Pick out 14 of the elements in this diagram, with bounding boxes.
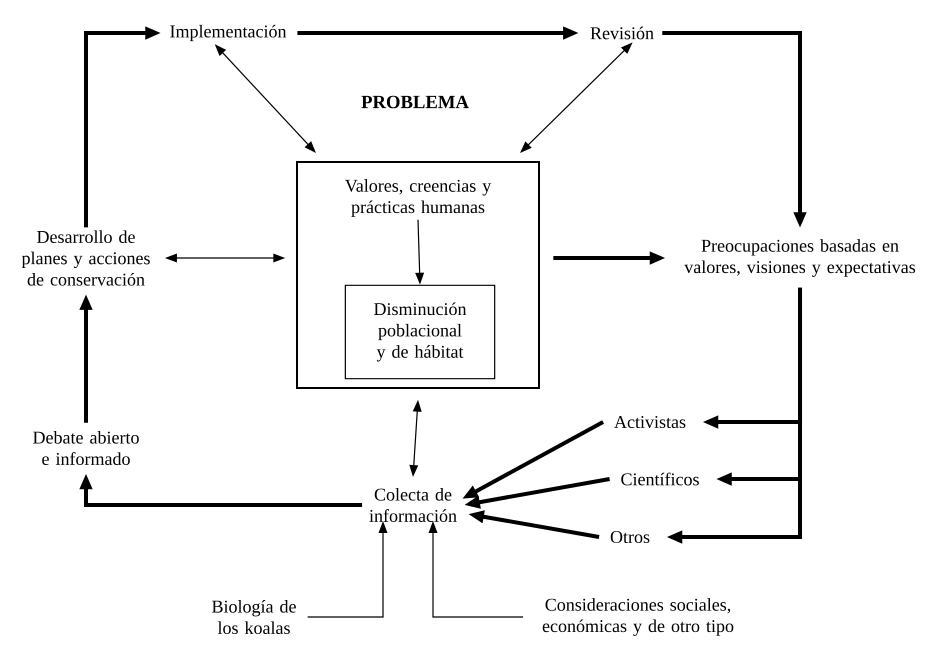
text-label: Debate abierto e informado [33, 431, 139, 465]
step-label: Revisión [590, 26, 654, 40]
process-box: Disminución poblacional y de hábitat [344, 284, 496, 380]
text-label: Valores, creencias y prácticas humanas [345, 179, 492, 217]
text-label: Consideraciones sociales, económicas y de otro tipo [542, 598, 734, 636]
text-label: Otros [610, 530, 650, 544]
text-label: Preocupaciones basadas en valores, visiones y expectativas [684, 239, 916, 277]
text-label: Activistas [614, 416, 686, 428]
node-label: PROBLEMA [361, 96, 469, 108]
step-label: Implementación [170, 24, 286, 42]
text-label: Colecta de información [369, 488, 457, 522]
text-label: Desarrollo de planes y acciones de conservación [22, 230, 150, 286]
text-label: Científicos [621, 472, 699, 486]
text-label: Biología de los koalas [212, 600, 296, 634]
